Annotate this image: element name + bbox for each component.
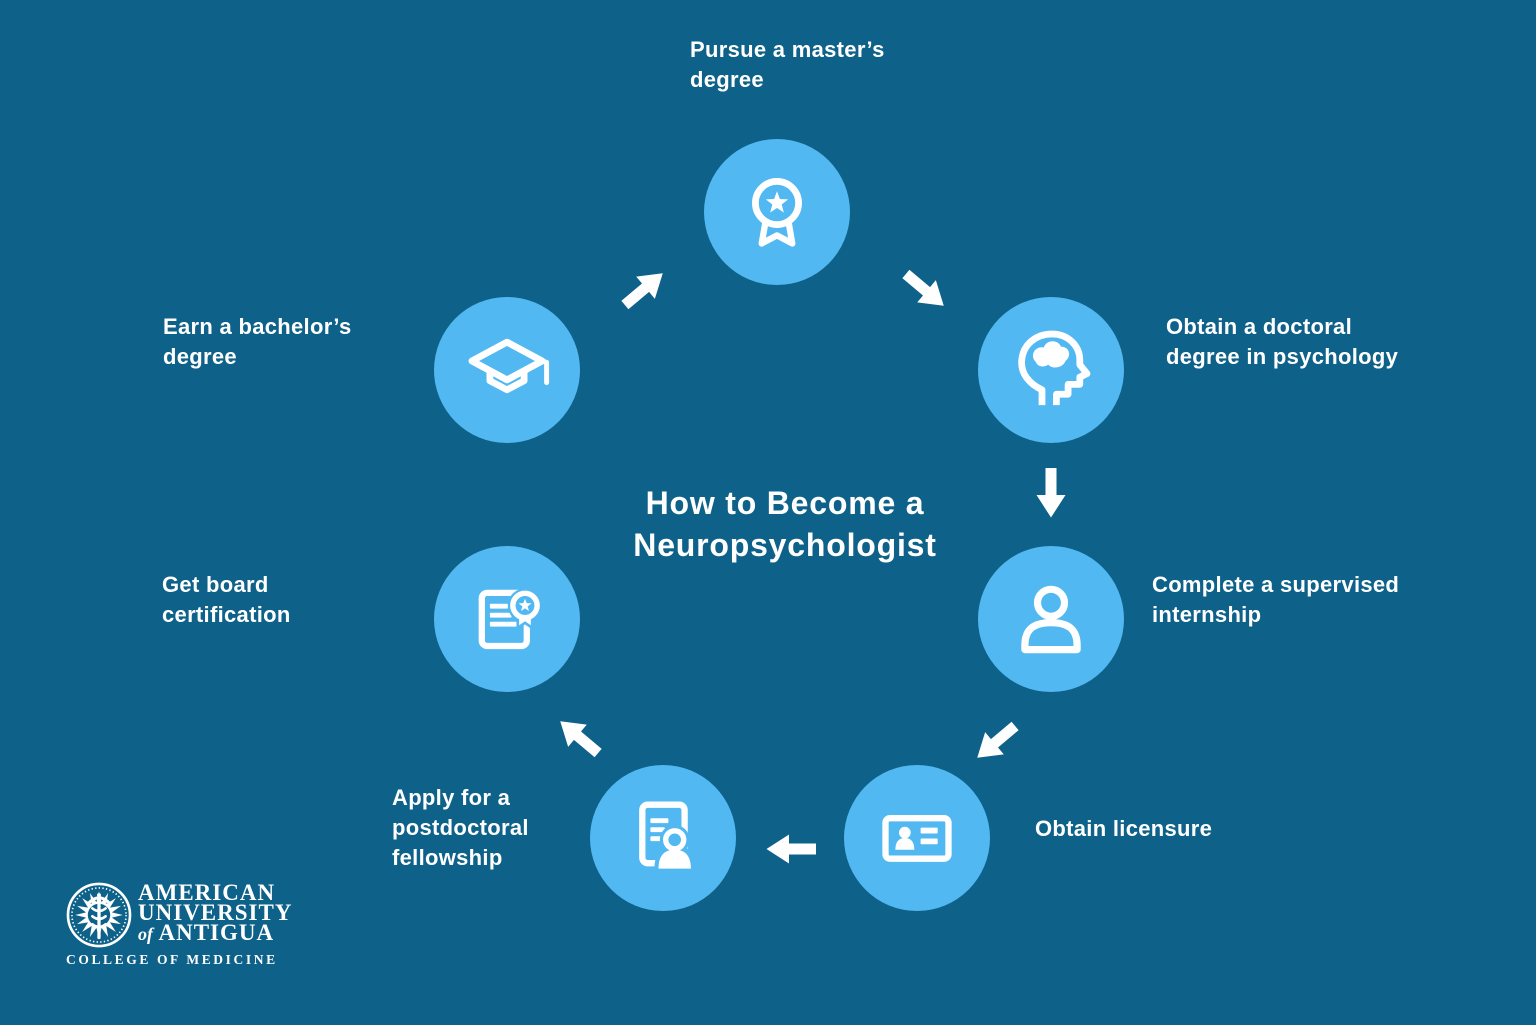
- step-label-fellowship: Apply for a postdoctoral fellowship: [392, 785, 529, 870]
- university-logo: AMERICAN UNIVERSITY of ANTIGUA COLLEGE O…: [66, 878, 326, 978]
- logo-line-american: AMERICAN: [138, 880, 276, 905]
- university-seal-icon: [66, 882, 132, 948]
- arrow-masters-to-doctoral: [896, 262, 955, 319]
- person-icon: [1021, 585, 1081, 654]
- arrow-internship-to-licensure: [967, 714, 1026, 771]
- page-title: How to Become a Neuropsychologist: [633, 485, 937, 564]
- logo-line-antigua: of ANTIGUA: [138, 920, 292, 945]
- step-circle-fellowship: [590, 765, 736, 911]
- arrow-licensure-to-fellowship: [766, 833, 816, 865]
- university-name: AMERICAN UNIVERSITY of ANTIGUA: [138, 880, 293, 945]
- logo-antigua: ANTIGUA: [158, 920, 275, 945]
- step-circle-masters: [704, 139, 850, 285]
- step-label-doctoral: Obtain a doctoral degree in psychology: [1166, 314, 1399, 369]
- award-ribbon-icon: [752, 178, 802, 247]
- graduation-cap-icon: [468, 338, 550, 394]
- arrow-fellowship-to-board-certification: [550, 709, 609, 766]
- college-of-medicine-label: COLLEGE OF MEDICINE: [66, 952, 278, 967]
- step-label-board-certification: Get board certification: [162, 572, 291, 627]
- step-circle-doctoral: [978, 297, 1124, 443]
- logo-of: of: [138, 924, 153, 944]
- step-circle-board-certification: [434, 546, 580, 692]
- arrow-bachelors-to-masters: [615, 261, 674, 318]
- step-circle-bachelors: [434, 297, 580, 443]
- logo-line-university: UNIVERSITY: [138, 900, 293, 925]
- arrow-doctoral-to-internship: [1035, 468, 1067, 518]
- application-document-icon: [639, 801, 695, 873]
- certificate-ribbon-icon: [478, 588, 543, 650]
- step-label-masters: Pursue a master’s degree: [690, 37, 885, 92]
- head-brain-icon: [1018, 330, 1091, 406]
- step-label-bachelors: Earn a bachelor’s degree: [163, 314, 352, 369]
- step-label-internship: Complete a supervised internship: [1152, 572, 1400, 627]
- step-circle-licensure: [844, 765, 990, 911]
- step-label-licensure: Obtain licensure: [1035, 816, 1213, 841]
- id-card-icon: [882, 815, 952, 862]
- step-circle-internship: [978, 546, 1124, 692]
